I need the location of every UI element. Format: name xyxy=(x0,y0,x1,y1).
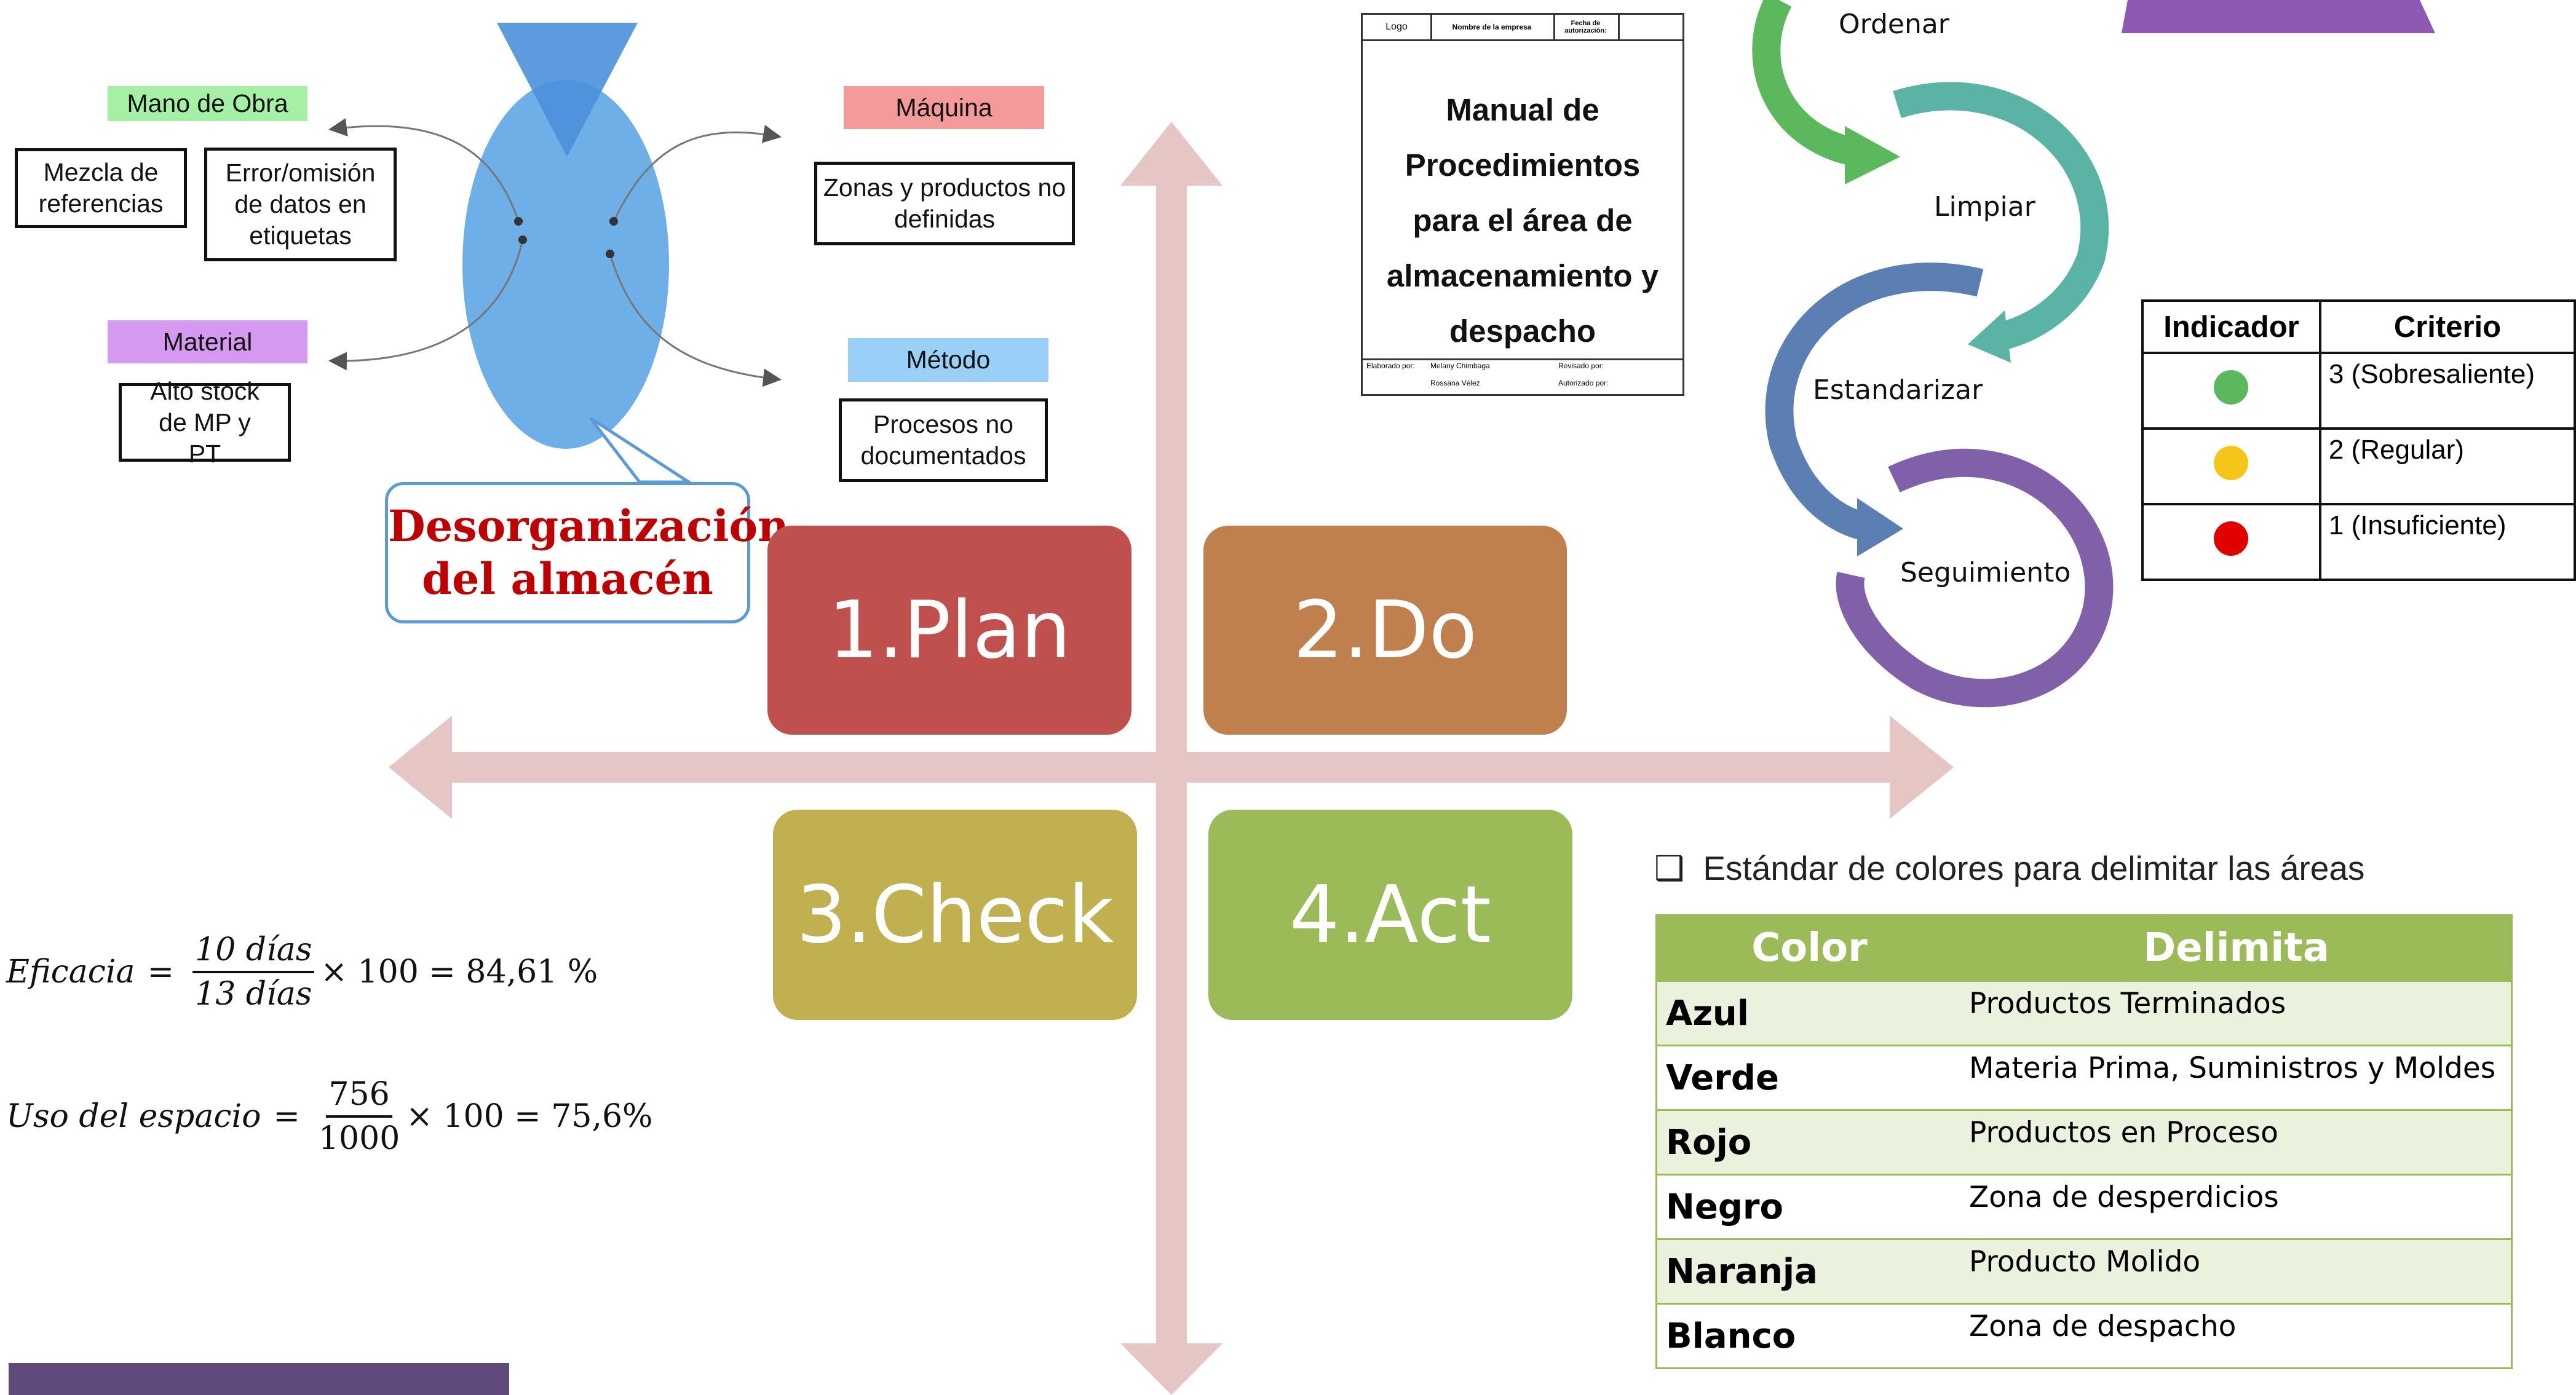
labor-connector xyxy=(328,118,520,222)
machine-tag: Máquina xyxy=(844,86,1044,129)
fish-tail xyxy=(497,23,638,157)
manual-prepared-label: Elaborado por: xyxy=(1366,362,1415,370)
green-indicator-dot xyxy=(2214,370,2249,405)
pdca-plan: 1.Plan xyxy=(767,526,1131,735)
cycle-arc-seguimiento xyxy=(1836,448,2114,708)
cycle-step-estandarizar: Estandarizar xyxy=(1813,374,1983,406)
material-connector xyxy=(328,239,524,371)
table-row: 2 (Regular) xyxy=(2141,427,2576,505)
material-tag: Material xyxy=(108,320,307,363)
purple-shape-top-right xyxy=(2122,0,2435,33)
criteria-cell: 1 (Insuficiente) xyxy=(2318,503,2576,581)
pdca-axes xyxy=(389,122,1954,1395)
cycle-arcs xyxy=(1752,0,2114,708)
manual-cover: Logo Nombre de la empresa Fecha de autor… xyxy=(1361,13,1684,396)
cycle-arc-limpiar xyxy=(1893,82,2109,352)
labor-tag: Mano de Obra xyxy=(108,86,307,121)
yellow-indicator-dot xyxy=(2214,446,2249,480)
method-cause: Procesos no documentados xyxy=(839,398,1048,482)
manual-title: Manual de Procedimientos para el área de… xyxy=(1386,92,1659,349)
delimit-header: Delimita xyxy=(1962,915,2512,981)
criteria-header-criterion: Criterio xyxy=(2318,299,2576,354)
labor-cause-1: Mezcla de referencias xyxy=(15,148,187,228)
machine-connector xyxy=(612,125,782,222)
manual-authorized-label: Autorizado por: xyxy=(1558,379,1609,387)
purple-bar-bottom-left xyxy=(9,1363,509,1395)
cycle-step-limpiar: Limpiar xyxy=(1934,191,2035,223)
cycle-step-seguimiento: Seguimiento xyxy=(1900,557,2071,588)
manual-footer: Elaborado por: Melany Chimbaga Rossana V… xyxy=(1363,358,1682,394)
manual-prepared-name-1: Melany Chimbaga xyxy=(1430,362,1490,370)
pdca-do: 2.Do xyxy=(1203,526,1567,735)
problem-line-1: Desorganización xyxy=(388,500,789,551)
manual-header: Logo Nombre de la empresa Fecha de autor… xyxy=(1363,15,1682,41)
cycle-arc-estandarizar xyxy=(1765,263,1984,542)
color-header: Color xyxy=(1656,915,1962,981)
material-cause: Alto stock de MP y PT xyxy=(119,377,291,468)
criteria-cell: 2 (Regular) xyxy=(2318,427,2576,505)
manual-reviewed-label: Revisado por: xyxy=(1558,362,1604,370)
pdca-act: 4.Act xyxy=(1208,810,1572,1020)
criteria-table: Indicador Criterio 3 (Sobresaliente) 2 (… xyxy=(2141,299,2576,581)
pdca-check: 3.Check xyxy=(773,810,1137,1020)
red-indicator-dot xyxy=(2214,521,2249,556)
color-standard-caption: ❑Estándar de colores para delimitar las … xyxy=(1654,849,2365,887)
table-row: 1 (Insuficiente) xyxy=(2141,503,2576,581)
criteria-header-indicator: Indicador xyxy=(2141,299,2321,354)
labor-cause-2: Error/omisión de datos en etiquetas xyxy=(204,148,397,261)
problem-callout: Desorganización del almacén xyxy=(385,482,789,623)
checkbox-bullet-icon: ❑ xyxy=(1654,849,1685,887)
manual-date: Fecha de autorización: xyxy=(1553,15,1620,39)
machine-cause: Zonas y productos no definidas xyxy=(814,162,1075,245)
fish-body xyxy=(462,80,669,449)
table-row: 3 (Sobresaliente) xyxy=(2141,352,2576,430)
manual-company: Nombre de la empresa xyxy=(1430,15,1555,39)
manual-prepared-name-2: Rossana Vélez xyxy=(1430,379,1480,387)
problem-line-2: del almacén xyxy=(422,553,713,604)
callout-pointer xyxy=(589,416,694,484)
method-connector xyxy=(609,253,782,387)
method-tag: Método xyxy=(848,338,1048,382)
criteria-cell: 3 (Sobresaliente) xyxy=(2318,352,2576,430)
cycle-step-ordenar: Ordenar xyxy=(1839,9,1949,40)
manual-logo: Logo xyxy=(1363,15,1432,39)
cycle-arc-ordenar xyxy=(1752,0,1866,168)
